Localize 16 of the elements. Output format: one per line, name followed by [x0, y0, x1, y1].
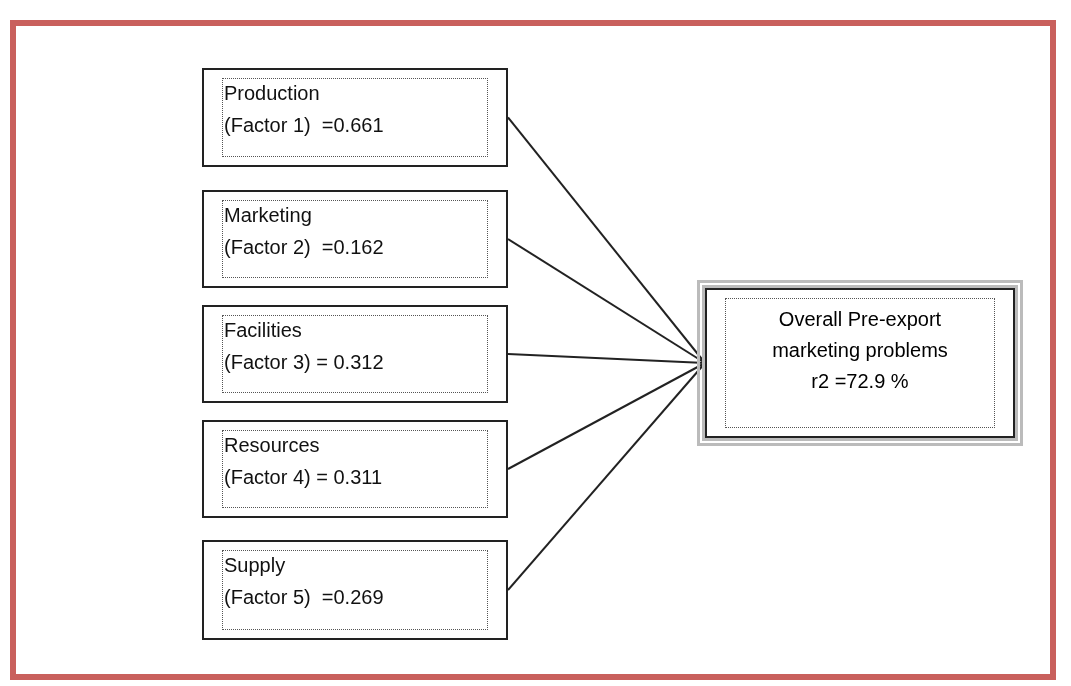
factor-name: Marketing	[224, 204, 312, 227]
factor-box	[202, 305, 508, 403]
factor-value: (Factor 4) = 0.311	[224, 466, 383, 489]
factor-box	[202, 540, 508, 640]
factor-box	[202, 68, 508, 167]
factor-value: (Factor 2) =0.162	[224, 236, 384, 259]
factor-name: Facilities	[224, 319, 302, 342]
factor-box	[202, 420, 508, 518]
factor-name: Supply	[224, 554, 286, 577]
factor-name: Production	[224, 82, 320, 105]
factor-name: Resources	[224, 434, 320, 457]
factor-box	[202, 190, 508, 288]
r-squared-value: r2 =72.9 %	[811, 370, 909, 392]
factor-value: (Factor 3) = 0.312	[224, 351, 384, 374]
factor-value: (Factor 5) =0.269	[224, 586, 384, 609]
factor-value: (Factor 1) =0.661	[224, 114, 384, 137]
